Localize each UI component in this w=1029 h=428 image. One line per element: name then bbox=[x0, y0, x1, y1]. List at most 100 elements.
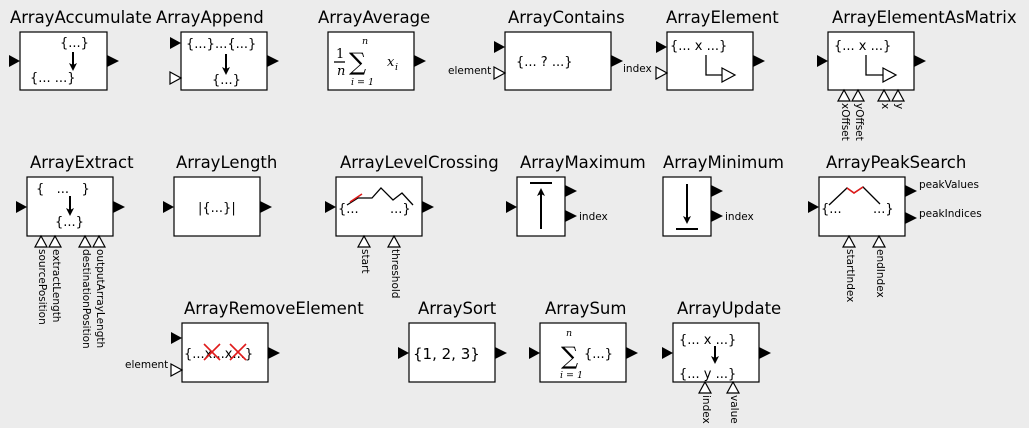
param-port-icon[interactable] bbox=[697, 380, 713, 394]
output-port-icon[interactable] bbox=[565, 210, 577, 222]
array-update-actor[interactable]: ArrayUpdate {... x ...} {... y ...} inde… bbox=[662, 299, 781, 424]
array-element-as-matrix-title: ArrayElementAsMatrix bbox=[832, 8, 1017, 27]
param-port-icon[interactable] bbox=[77, 234, 93, 248]
input-port-icon[interactable] bbox=[662, 347, 673, 359]
extract-length-port-label: extractLength bbox=[50, 249, 62, 322]
array-length-block[interactable] bbox=[173, 176, 261, 237]
input-port-icon[interactable] bbox=[170, 362, 184, 378]
array-accumulate-block[interactable] bbox=[19, 31, 108, 91]
output-array-length-port-label: outputArrayLength bbox=[94, 249, 106, 348]
array-extract-actor[interactable]: ArrayExtract { ... } {...} sourcePositio… bbox=[16, 153, 134, 349]
output-port-icon[interactable] bbox=[759, 347, 771, 359]
output-port-icon[interactable] bbox=[267, 55, 279, 67]
input-port-icon[interactable] bbox=[169, 70, 183, 86]
output-port-icon[interactable] bbox=[905, 185, 917, 197]
array-contains-block[interactable] bbox=[504, 31, 612, 91]
array-extract-title: ArrayExtract bbox=[30, 153, 134, 172]
array-element-icon: {... x ...} bbox=[670, 39, 727, 54]
array-average-block[interactable] bbox=[327, 31, 415, 91]
param-port-icon[interactable] bbox=[890, 88, 906, 102]
output-port-icon[interactable] bbox=[753, 55, 765, 67]
output-port-icon[interactable] bbox=[268, 347, 280, 359]
array-accumulate-icon-bottom: {... ...} bbox=[30, 71, 75, 86]
destination-position-port-label: destinationPosition bbox=[80, 249, 92, 349]
input-port-icon[interactable] bbox=[656, 41, 667, 53]
output-port-icon[interactable] bbox=[113, 201, 125, 213]
peak-search-icon-left: {... bbox=[821, 202, 842, 217]
input-port-icon[interactable] bbox=[171, 332, 182, 344]
input-port-icon[interactable] bbox=[494, 41, 505, 53]
array-length-actor[interactable]: ArrayLength |{...}| bbox=[163, 153, 277, 237]
input-port-icon[interactable] bbox=[9, 55, 20, 67]
array-append-block[interactable] bbox=[180, 31, 268, 91]
param-port-icon[interactable] bbox=[876, 88, 892, 102]
output-port-icon[interactable] bbox=[611, 55, 623, 67]
array-length-icon: |{...}| bbox=[198, 201, 236, 216]
array-element-as-matrix-actor[interactable]: ArrayElementAsMatrix {... x ...} xOffset… bbox=[817, 8, 1017, 141]
array-sort-actor[interactable]: ArraySort {1, 2, 3} bbox=[398, 299, 507, 383]
output-port-icon[interactable] bbox=[711, 210, 723, 222]
param-port-icon[interactable] bbox=[47, 234, 63, 248]
sum-upper-bound: n bbox=[566, 328, 572, 339]
param-port-icon[interactable] bbox=[850, 88, 866, 102]
output-port-icon[interactable] bbox=[914, 55, 926, 67]
input-port-icon[interactable] bbox=[655, 65, 669, 81]
array-peak-search-actor[interactable]: ArrayPeakSearch peakValues peakIndices {… bbox=[808, 153, 982, 302]
output-port-icon[interactable] bbox=[422, 201, 434, 213]
input-port-icon[interactable] bbox=[163, 201, 174, 213]
array-accumulate-actor[interactable]: ArrayAccumulate {...} {... ...} bbox=[9, 8, 152, 91]
output-port-icon[interactable] bbox=[905, 212, 917, 224]
array-element-actor[interactable]: ArrayElement index {... x ...} bbox=[623, 8, 779, 91]
input-port-icon[interactable] bbox=[817, 55, 828, 67]
param-port-icon[interactable] bbox=[91, 234, 107, 248]
array-sum-title: ArraySum bbox=[545, 299, 626, 318]
input-port-icon[interactable] bbox=[808, 201, 819, 213]
element-port-label: element bbox=[448, 65, 491, 77]
input-port-icon[interactable] bbox=[529, 347, 540, 359]
output-port-icon[interactable] bbox=[414, 55, 426, 67]
array-sum-actor[interactable]: ArraySum ∑ n i = 1 {...} bbox=[529, 299, 638, 383]
array-peak-search-title: ArrayPeakSearch bbox=[826, 153, 966, 172]
array-contains-actor[interactable]: ArrayContains element {... ? ...} bbox=[448, 8, 625, 91]
output-port-icon[interactable] bbox=[565, 185, 577, 197]
param-port-icon[interactable] bbox=[33, 234, 49, 248]
input-port-icon[interactable] bbox=[325, 201, 336, 213]
input-port-icon[interactable] bbox=[506, 201, 517, 213]
input-port-icon[interactable] bbox=[170, 37, 181, 49]
output-port-icon[interactable] bbox=[495, 347, 507, 359]
param-port-icon[interactable] bbox=[871, 234, 887, 248]
array-average-actor[interactable]: ArrayAverage 1 n ∑ n i = 1 x i bbox=[318, 8, 430, 91]
input-port-icon[interactable] bbox=[493, 65, 507, 81]
array-append-actor[interactable]: ArrayAppend {...}...{...} {...} bbox=[156, 8, 279, 91]
array-level-crossing-block[interactable] bbox=[335, 176, 423, 237]
array-sum-block[interactable] bbox=[539, 322, 627, 383]
output-port-icon[interactable] bbox=[107, 55, 119, 67]
param-port-icon[interactable] bbox=[386, 234, 402, 248]
peak-search-icon-right: ...} bbox=[873, 202, 894, 217]
array-minimum-actor[interactable]: ArrayMinimum index bbox=[662, 153, 784, 237]
array-remove-element-icon: {...x...x...} bbox=[184, 347, 253, 362]
array-element-as-matrix-block[interactable] bbox=[827, 31, 915, 91]
param-port-icon[interactable] bbox=[841, 234, 857, 248]
select-arrow-icon bbox=[865, 55, 890, 76]
input-port-icon[interactable] bbox=[16, 201, 27, 213]
array-level-crossing-actor[interactable]: ArrayLevelCrossing {... ...} start thres… bbox=[325, 153, 499, 298]
array-accumulate-icon-top: {...} bbox=[60, 36, 89, 51]
start-index-port-label: startIndex bbox=[844, 249, 856, 302]
param-port-icon[interactable] bbox=[725, 380, 741, 394]
crossing-highlight-icon bbox=[349, 193, 363, 203]
array-remove-element-actor[interactable]: ArrayRemoveElement element {...x...x...} bbox=[125, 299, 364, 383]
array-remove-element-block[interactable] bbox=[181, 322, 269, 383]
arrowhead-icon bbox=[882, 66, 898, 84]
output-port-icon[interactable] bbox=[626, 347, 638, 359]
array-element-block[interactable] bbox=[666, 31, 754, 91]
param-port-icon[interactable] bbox=[356, 234, 372, 248]
output-port-icon[interactable] bbox=[260, 201, 272, 213]
array-minimum-title: ArrayMinimum bbox=[663, 153, 784, 172]
output-port-icon[interactable] bbox=[711, 185, 723, 197]
xoffset-port-label: xOffset bbox=[839, 103, 851, 141]
array-maximum-actor[interactable]: ArrayMaximum index bbox=[506, 153, 646, 237]
input-port-icon[interactable] bbox=[398, 347, 409, 359]
param-port-icon[interactable] bbox=[836, 88, 852, 102]
end-index-port-label: endIndex bbox=[874, 249, 886, 298]
